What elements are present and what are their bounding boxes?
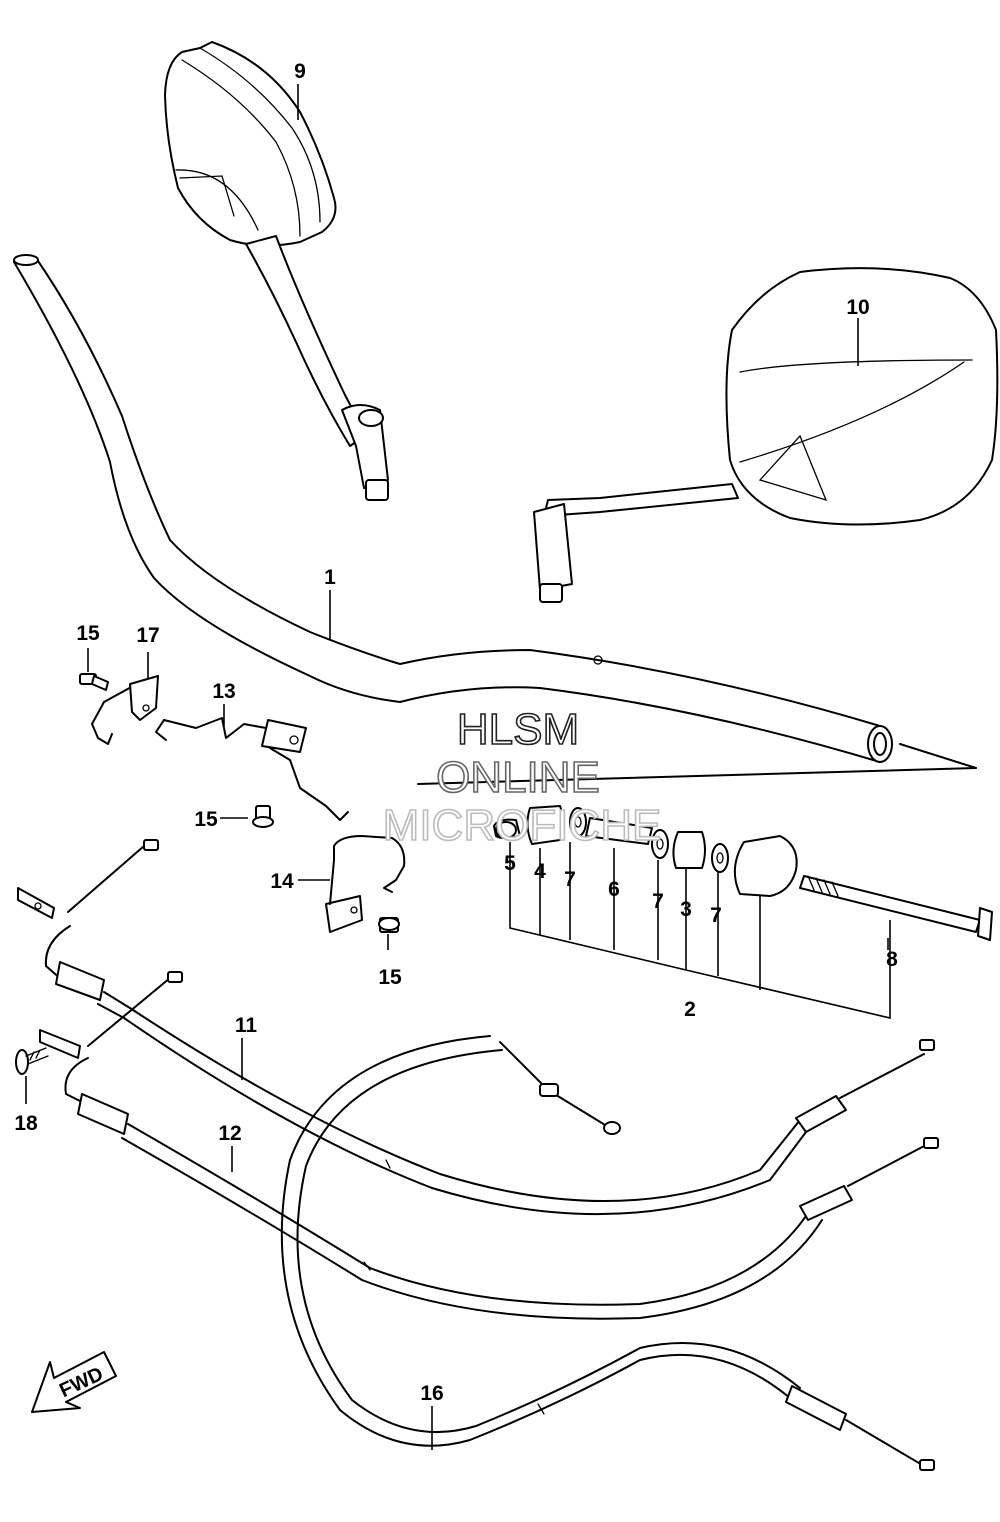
callout-12: 12 [218,1122,241,1145]
callout-3: 3 [680,898,692,921]
callout-13: 13 [212,680,235,703]
callout-6: 6 [608,878,620,901]
watermark-line-2: ONLINE [436,753,600,802]
bracket-17[interactable] [91,675,159,745]
cable-11[interactable] [17,839,935,1216]
callout-15c: 15 [378,966,402,989]
watermark: HLSM ONLINE MICROFICHE [382,704,662,851]
watermark-line-3: MICROFICHE [383,801,662,850]
watermark-line-1: HLSM [457,705,579,754]
callout-15b: 15 [194,808,218,831]
callout-2: 2 [684,998,696,1021]
callout-7b: 7 [652,890,664,913]
callout-10: 10 [846,296,869,319]
cable-12[interactable] [39,971,939,1320]
callout-18: 18 [14,1112,38,1135]
screw-15-top[interactable] [79,673,109,691]
callout-5: 5 [504,852,516,875]
screw-15-mid[interactable] [252,805,274,828]
callout-8: 8 [886,948,898,971]
callouts: 1 2 3 4 5 6 7 7 7 8 9 10 11 12 13 14 15 … [14,60,898,1405]
callout-14: 14 [270,870,294,893]
callout-7a: 7 [564,868,576,891]
callout-1: 1 [324,566,336,589]
callout-15a: 15 [76,622,100,645]
callout-9: 9 [294,60,306,83]
mirror-left[interactable] [164,41,389,501]
bracket-14[interactable] [325,835,406,933]
mirror-right[interactable] [533,267,999,603]
callout-11: 11 [235,1014,258,1037]
handlebar[interactable] [13,254,893,763]
callout-4: 4 [534,860,546,883]
screw-18[interactable] [15,1047,49,1075]
bar-end-assembly[interactable] [417,743,993,941]
callout-17: 17 [136,624,159,647]
callout-16: 16 [420,1382,443,1405]
callout-7c: 7 [710,904,722,927]
clamp-13[interactable] [155,717,349,821]
fwd-arrow: FWD [31,1351,117,1413]
leader-lines [25,84,891,1450]
cable-16[interactable] [280,1035,935,1471]
screw-15-low[interactable] [378,917,400,933]
